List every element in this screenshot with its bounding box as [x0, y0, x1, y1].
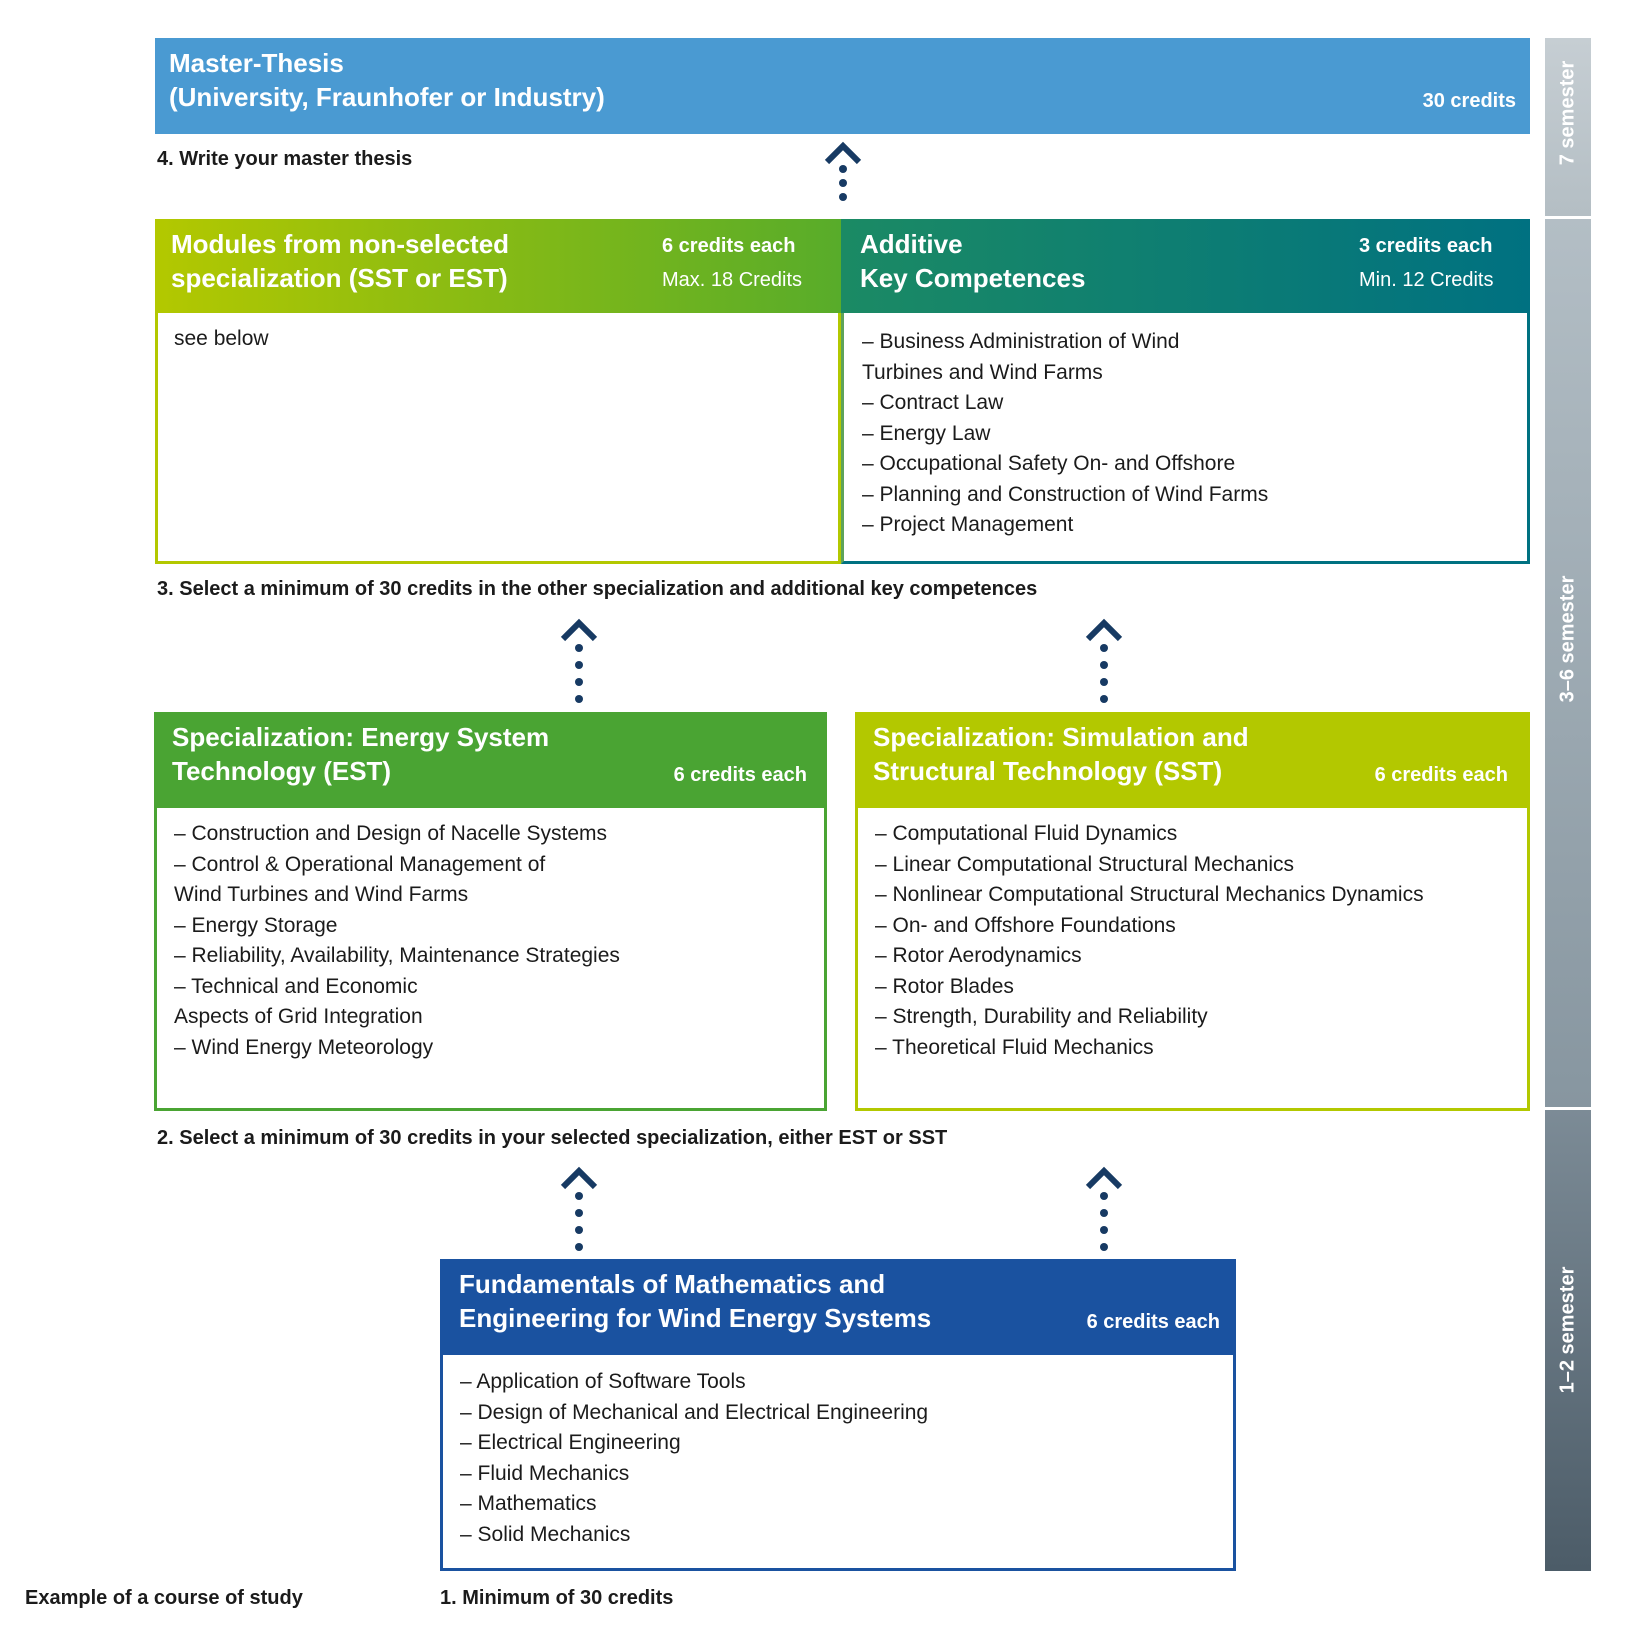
est-credits: 6 credits each	[673, 764, 807, 786]
additive-item: – Planning and Construction of Wind Farm…	[862, 482, 1269, 506]
additive-item: – Energy Law	[862, 421, 991, 445]
additive-min-credits: Min. 12 Credits	[1359, 269, 1494, 291]
semester-7-label: 7 semester	[1556, 60, 1579, 166]
est-title: Specialization: Energy System Technology…	[172, 722, 550, 786]
sst-title: Specialization: Simulation and Structura…	[873, 722, 1249, 786]
est-item: – Reliability, Availability, Maintenance…	[174, 944, 620, 967]
est-item: – Wind Energy Meteorology	[174, 1035, 434, 1059]
master-thesis-header: Master-Thesis (University, Fraunhofer or…	[155, 38, 1530, 134]
master-thesis-credits: 30 credits	[1422, 90, 1516, 112]
fundamentals-item: – Solid Mechanics	[460, 1522, 631, 1546]
step-3-label: 3. Select a minimum of 30 credits in the…	[157, 578, 1038, 600]
fundamentals-item: – Electrical Engineering	[460, 1431, 681, 1454]
est-item: – Construction and Design of Nacelle Sys…	[174, 822, 608, 845]
est-body: – Construction and Design of Nacelle Sys…	[154, 808, 827, 1111]
additive-item: – Business Administration of Wind Turbin…	[862, 330, 1180, 384]
sst-header: Specialization: Simulation and Structura…	[855, 712, 1530, 808]
step-1-label: 1. Minimum of 30 credits	[440, 1587, 674, 1609]
additive-credits-each: 3 credits each	[1359, 235, 1493, 257]
step-2-label: 2. Select a minimum of 30 credits in you…	[157, 1127, 948, 1149]
semester-column: 7 semester 3–6 semester 1–2 semester	[1545, 38, 1591, 1571]
additive-item: – Contract Law	[862, 391, 1004, 414]
sst-item: – Theoretical Fluid Mechanics	[875, 1035, 1154, 1059]
fundamentals-title: Fundamentals of Mathematics and Engineer…	[459, 1269, 932, 1333]
arrow-up-est-to-nonselected	[559, 613, 599, 703]
arrow-up-fundamentals-to-est	[559, 1161, 599, 1251]
additive-title: Additive Key Competences	[860, 229, 1086, 293]
dotted-arrow-icon	[1085, 1166, 1123, 1251]
sst-credits: 6 credits each	[1374, 764, 1508, 786]
dotted-arrow-icon	[560, 618, 598, 703]
nonselected-body-text: see below	[174, 327, 269, 350]
sst-item: – Rotor Blades	[875, 974, 1014, 998]
est-item: – Control & Operational Management of Wi…	[174, 852, 546, 907]
fundamentals-item: – Application of Software Tools	[460, 1370, 746, 1393]
master-thesis-title: Master-Thesis (University, Fraunhofer or…	[169, 48, 605, 112]
semester-1-2-label: 1–2 semester	[1556, 1266, 1579, 1394]
sst-item: – Linear Computational Structural Mechan…	[875, 852, 1295, 876]
additive-list: – Business Administration of Wind Turbin…	[862, 327, 1268, 541]
fundamentals-item: – Mathematics	[460, 1492, 597, 1515]
semester-3-6-band: 3–6 semester	[1545, 219, 1591, 1107]
fundamentals-item: – Design of Mechanical and Electrical En…	[460, 1400, 929, 1424]
est-item: – Technical and Economic Aspects of Grid…	[174, 974, 423, 1029]
est-item: – Energy Storage	[174, 913, 338, 937]
est-list: – Construction and Design of Nacelle Sys…	[174, 819, 620, 1063]
sst-item: – On- and Offshore Foundations	[875, 913, 1176, 937]
dotted-arrow-icon	[560, 1166, 598, 1251]
dotted-arrow-icon	[1085, 618, 1123, 703]
arrow-up-sst-to-additive	[1084, 613, 1124, 703]
sst-body: – Computational Fluid Dynamics – Linear C…	[855, 808, 1530, 1111]
fundamentals-list: – Application of Software Tools – Design …	[460, 1367, 928, 1550]
step-4-label: 4. Write your master thesis	[157, 148, 413, 170]
fundamentals-body: – Application of Software Tools – Design …	[440, 1355, 1236, 1571]
est-header: Specialization: Energy System Technology…	[154, 712, 827, 808]
semester-3-6-label: 3–6 semester	[1556, 575, 1579, 703]
fundamentals-header: Fundamentals of Mathematics and Engineer…	[440, 1259, 1236, 1355]
additive-item: – Project Management	[862, 513, 1074, 536]
additive-body: – Business Administration of Wind Turbin…	[841, 313, 1530, 564]
nonselected-body: see below	[155, 313, 841, 564]
additive-item: – Occupational Safety On- and Offshore	[862, 452, 1236, 475]
additive-header: Additive Key Competences 3 credits each …	[841, 219, 1530, 313]
semester-1-2-band: 1–2 semester	[1545, 1110, 1591, 1571]
fundamentals-item: – Fluid Mechanics	[460, 1461, 630, 1485]
sst-item: – Computational Fluid Dynamics	[875, 822, 1178, 845]
dotted-arrow-icon	[824, 141, 862, 201]
nonselected-header: Modules from non-selected specialization…	[155, 219, 841, 313]
arrow-up-fundamentals-to-sst	[1084, 1161, 1124, 1251]
sst-item: – Rotor Aerodynamics	[875, 944, 1082, 967]
fundamentals-credits: 6 credits each	[1086, 1311, 1220, 1333]
sst-item: – Nonlinear Computational Structural Mec…	[875, 883, 1424, 906]
nonselected-title: Modules from non-selected specialization…	[171, 229, 510, 293]
arrow-up-thesis	[823, 136, 863, 206]
caption: Example of a course of study	[25, 1587, 303, 1609]
nonselected-max-credits: Max. 18 Credits	[662, 269, 803, 291]
sst-list: – Computational Fluid Dynamics – Linear C…	[875, 819, 1424, 1063]
sst-item: – Strength, Durability and Reliability	[875, 1005, 1208, 1028]
nonselected-credits-each: 6 credits each	[662, 235, 796, 257]
semester-7-band: 7 semester	[1545, 38, 1591, 216]
